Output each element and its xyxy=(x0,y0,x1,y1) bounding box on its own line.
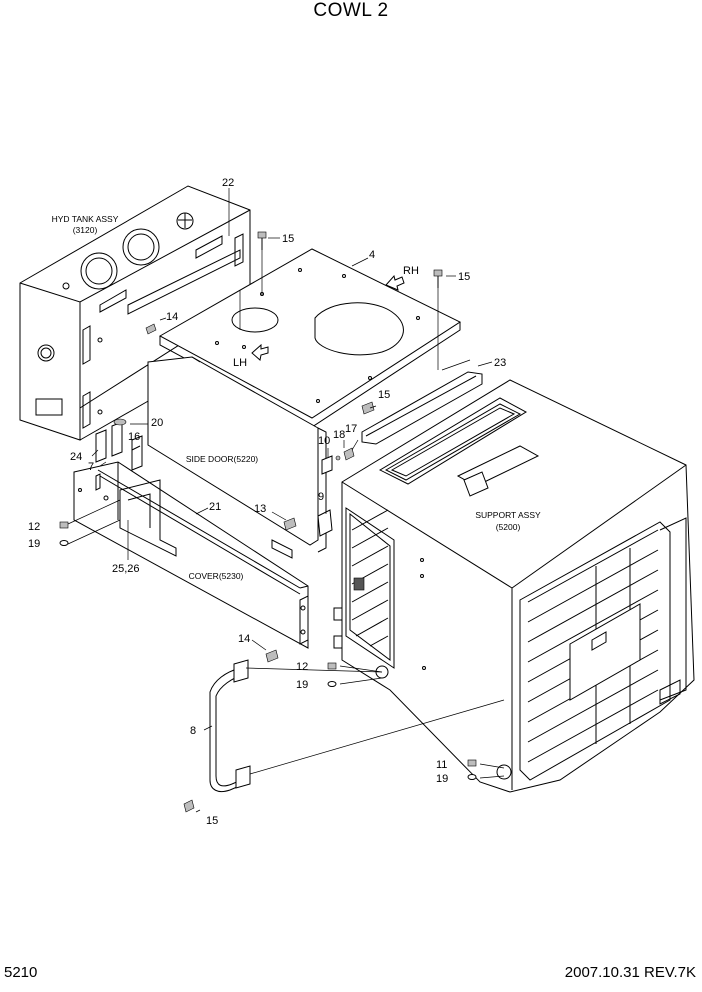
bolt-15-mid xyxy=(361,401,375,415)
cover-label: COVER(5230) xyxy=(189,571,244,581)
callout-20: 20 xyxy=(151,417,163,429)
bolt-14-upper xyxy=(145,323,157,335)
cover-assembly xyxy=(73,461,309,649)
callout-15: 15 xyxy=(282,233,294,245)
bolt-14-lower xyxy=(265,649,279,663)
bolt-15-top-right xyxy=(433,269,443,288)
bolt-13 xyxy=(283,517,297,531)
callout-11: 11 xyxy=(436,759,447,771)
page-title: COWL 2 xyxy=(313,0,389,21)
callout-4: 4 xyxy=(369,249,375,261)
revision-date: 2007.10.31 REV.7K xyxy=(564,964,696,981)
callout-10: 10 xyxy=(318,435,330,447)
support-assembly xyxy=(333,379,695,793)
callout-25-26: 25,26 xyxy=(112,563,140,575)
support-assy-number: (5200) xyxy=(496,522,521,532)
callout-16: 16 xyxy=(128,431,140,443)
small-brackets-left xyxy=(95,418,143,471)
direction-lh-label: LH xyxy=(233,357,247,369)
handle-part-8 xyxy=(209,659,251,793)
callout-19: 19 xyxy=(28,538,40,550)
callout-19: 19 xyxy=(296,679,308,691)
leader-lines xyxy=(67,188,505,813)
bolt-12-washer-19-mid xyxy=(327,662,337,687)
callout-8: 8 xyxy=(190,725,196,737)
hyd-tank-label: HYD TANK ASSY xyxy=(52,214,119,224)
callout-23: 23 xyxy=(494,357,506,369)
direction-rh-label: RH xyxy=(403,265,419,277)
page-number: 5210 xyxy=(4,964,38,981)
callout-9: 9 xyxy=(318,491,324,503)
bracket-9 xyxy=(317,509,333,537)
bolt-11-washer-19-right xyxy=(467,759,477,780)
support-assy-label: SUPPORT ASSY xyxy=(475,510,541,520)
callout-15: 15 xyxy=(206,815,218,827)
rail-part-23 xyxy=(361,371,483,445)
bolt-17-18 xyxy=(335,447,355,461)
callout-21: 21 xyxy=(209,501,221,513)
callout-24: 24 xyxy=(70,451,82,463)
lh-direction-arrow xyxy=(251,343,269,361)
callout-14: 14 xyxy=(166,311,178,323)
clip-10 xyxy=(321,455,333,475)
callout-13: 13 xyxy=(254,503,266,515)
rh-direction-arrow xyxy=(385,274,405,291)
side-door-label: SIDE DOOR(5220) xyxy=(186,454,258,464)
bolt-12-washer-19-left xyxy=(59,521,69,546)
callout-7: 7 xyxy=(88,461,94,473)
callout-15: 15 xyxy=(458,271,470,283)
callout-17: 17 xyxy=(345,423,357,435)
hyd-tank-assembly xyxy=(19,185,251,441)
callout-18: 18 xyxy=(333,429,345,441)
callout-15: 15 xyxy=(378,389,390,401)
callout-19: 19 xyxy=(436,773,448,785)
callout-12: 12 xyxy=(296,661,308,673)
hyd-tank-number: (3120) xyxy=(73,225,98,235)
side-door-assembly xyxy=(147,356,327,559)
bolt-15-bottom xyxy=(183,799,195,813)
callout-14: 14 xyxy=(238,633,250,645)
bolt-15-top-left xyxy=(257,231,267,250)
callout-12: 12 xyxy=(28,521,40,533)
callout-22: 22 xyxy=(222,177,234,189)
